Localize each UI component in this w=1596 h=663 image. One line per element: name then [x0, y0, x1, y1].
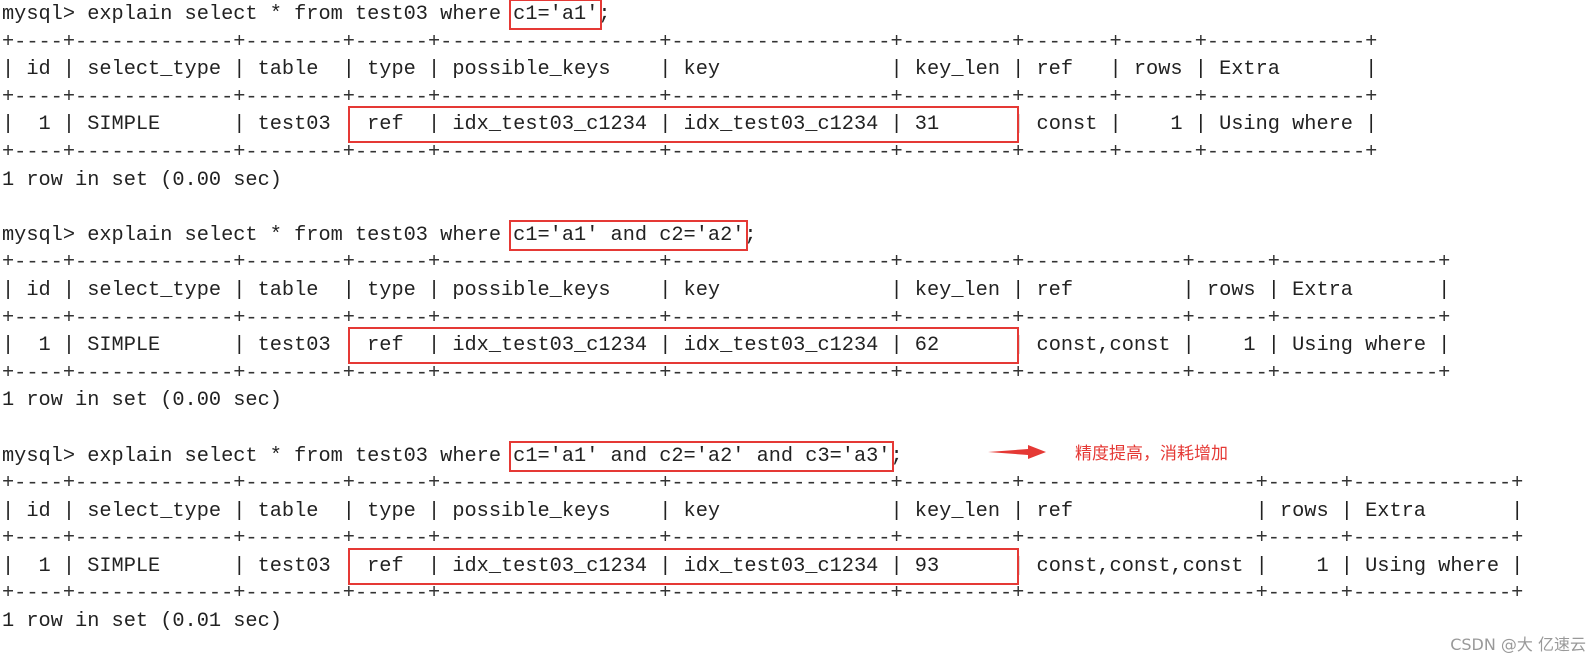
table-row: | 1 | SIMPLE | test03 | ref | idx_test03…: [2, 106, 1378, 144]
query-condition-highlight: c1='a1' and c2='a2' and c3='a3': [509, 440, 895, 472]
table-border: +----+-------------+--------+------+----…: [2, 306, 1451, 330]
table-header-row: | id | select_type | table | type | poss…: [2, 499, 1524, 523]
blank-line: [2, 415, 1523, 443]
watermark: CSDN @大 亿速云: [1450, 635, 1586, 654]
result-status: 1 row in set (0.00 sec): [2, 168, 282, 192]
table-border: +----+-------------+--------+------+----…: [2, 361, 1451, 385]
table-header-row: | id | select_type | table | type | poss…: [2, 58, 1378, 82]
table-border: +----+-------------+--------+------+----…: [2, 527, 1524, 551]
query-line: mysql> explain select * from test03 wher…: [2, 219, 757, 251]
table-border: +----+-------------+--------+------+----…: [2, 251, 1451, 275]
annotation-text: 精度提高，消耗增加: [1075, 444, 1228, 464]
table-border: +----+-------------+--------+------+----…: [2, 30, 1378, 54]
table-row: | 1 | SIMPLE | test03 | ref | idx_test03…: [2, 547, 1524, 585]
query-line: mysql> explain select * from test03 wher…: [2, 0, 611, 30]
table-border: +----+-------------+--------+------+----…: [2, 582, 1524, 606]
blank-line: [2, 194, 1523, 222]
table-border: +----+-------------+--------+------+----…: [2, 140, 1378, 164]
result-status: 1 row in set (0.00 sec): [2, 389, 282, 413]
table-header-row: | id | select_type | table | type | poss…: [2, 278, 1451, 302]
query-line: mysql> explain select * from test03 wher…: [2, 440, 903, 472]
result-status: 1 row in set (0.01 sec): [2, 610, 282, 634]
terminal-output: mysql> explain select * from test03 wher…: [2, 0, 1524, 663]
index-usage-highlight: ref | idx_test03_c1234 | idx_test03_c123…: [347, 106, 1020, 144]
index-usage-highlight: ref | idx_test03_c1234 | idx_test03_c123…: [347, 327, 1020, 365]
query-condition-highlight: c1='a1' and c2='a2': [509, 219, 749, 251]
arrow-right-icon: [988, 445, 1046, 459]
blank-line: [2, 636, 1523, 663]
table-border: +----+-------------+--------+------+----…: [2, 472, 1524, 496]
table-border: +----+-------------+--------+------+----…: [2, 85, 1378, 109]
index-usage-highlight: ref | idx_test03_c1234 | idx_test03_c123…: [347, 547, 1020, 585]
table-row: | 1 | SIMPLE | test03 | ref | idx_test03…: [2, 327, 1451, 365]
query-condition-highlight: c1='a1': [509, 0, 603, 30]
